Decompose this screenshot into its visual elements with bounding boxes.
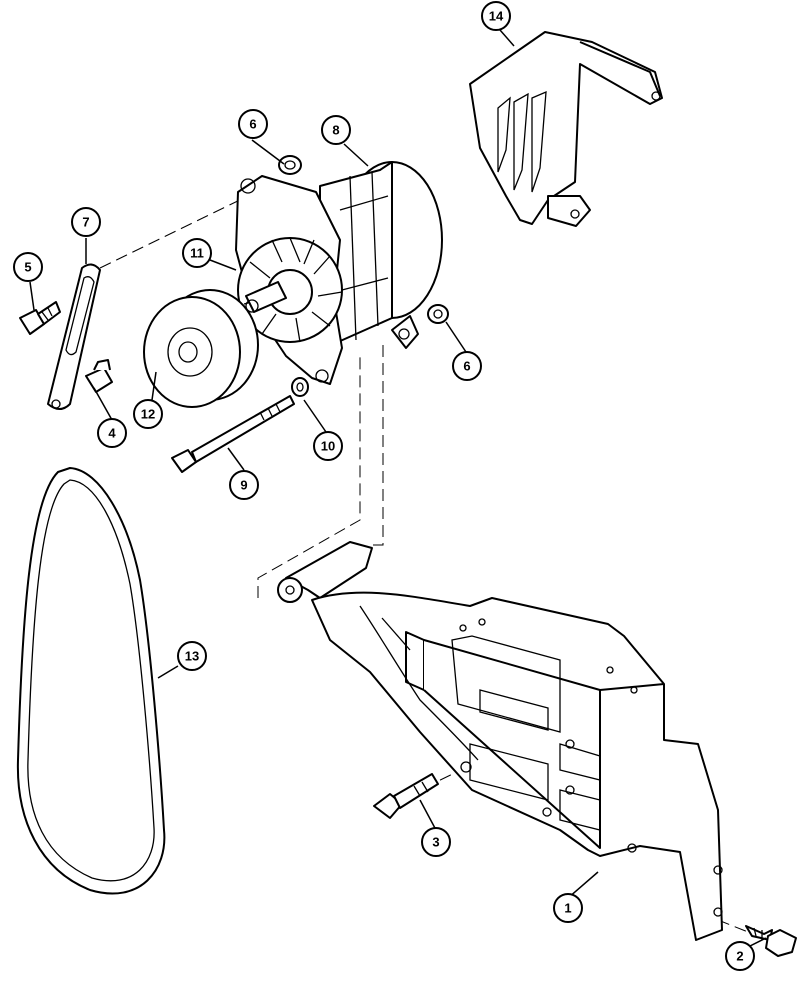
drive-belt xyxy=(16,467,166,895)
svg-text:5: 5 xyxy=(24,260,31,275)
callout-12: 12 xyxy=(133,399,163,429)
svg-text:7: 7 xyxy=(82,215,89,230)
svg-text:1: 1 xyxy=(564,901,571,916)
callout-11: 11 xyxy=(182,238,212,268)
belt-guard xyxy=(469,31,663,227)
svg-text:8: 8 xyxy=(332,123,339,138)
svg-text:13: 13 xyxy=(185,649,199,664)
callout-6-lower: 6 xyxy=(452,351,482,381)
adjusting-strap xyxy=(47,263,101,410)
callout-1: 1 xyxy=(553,893,583,923)
callout-4: 4 xyxy=(97,418,127,448)
svg-text:3: 3 xyxy=(432,835,439,850)
washer xyxy=(291,377,309,397)
bolt-9 xyxy=(171,395,295,473)
bolt-5 xyxy=(19,301,61,335)
spacer-lower xyxy=(427,304,449,324)
callout-8: 8 xyxy=(321,115,351,145)
svg-text:9: 9 xyxy=(240,478,247,493)
callout-10: 10 xyxy=(313,431,343,461)
svg-text:2: 2 xyxy=(736,949,743,964)
bolt-4 xyxy=(85,359,113,393)
callout-5: 5 xyxy=(13,252,43,282)
spacer-upper xyxy=(278,155,302,175)
callout-13: 13 xyxy=(177,641,207,671)
callout-2: 2 xyxy=(725,941,755,971)
callout-9: 9 xyxy=(229,470,259,500)
svg-text:14: 14 xyxy=(489,9,504,24)
mounting-bracket xyxy=(277,541,723,941)
callout-3: 3 xyxy=(421,827,451,857)
svg-text:12: 12 xyxy=(141,407,155,422)
svg-text:6: 6 xyxy=(463,359,470,374)
callout-6-upper: 6 xyxy=(238,109,268,139)
svg-text:11: 11 xyxy=(190,246,204,261)
svg-text:6: 6 xyxy=(249,117,256,132)
bolt-3 xyxy=(373,773,439,819)
svg-text:4: 4 xyxy=(108,426,116,441)
bolt-2 xyxy=(745,925,797,957)
callout-7: 7 xyxy=(71,207,101,237)
alternator-fan xyxy=(237,237,343,343)
callout-14: 14 xyxy=(481,1,511,31)
pulley xyxy=(143,289,259,408)
assembly-guide-lines xyxy=(99,195,749,933)
svg-text:10: 10 xyxy=(321,439,335,454)
